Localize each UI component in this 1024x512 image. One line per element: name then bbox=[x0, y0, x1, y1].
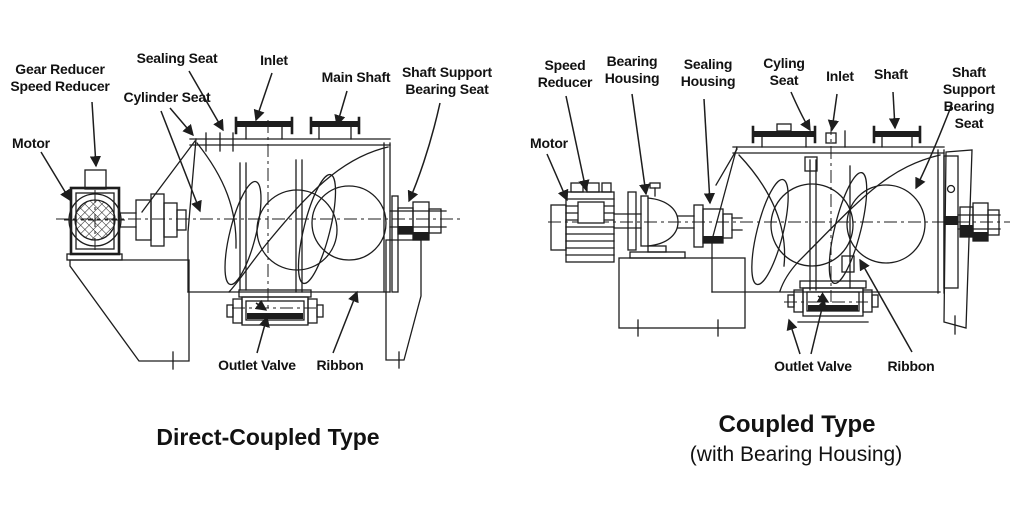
label-sealing-seat: Sealing Seat bbox=[136, 50, 218, 66]
label-outlet-valve-right: Outlet Valve bbox=[774, 358, 852, 374]
direct-coupled-machine bbox=[40, 70, 460, 370]
label-main-shaft: Main Shaft bbox=[321, 69, 391, 85]
leaders-left bbox=[40, 70, 441, 354]
coupling-left-drawing bbox=[120, 193, 187, 247]
label-ribbon-right: Ribbon bbox=[887, 358, 935, 374]
bearing-seat-right-drawing bbox=[957, 202, 1001, 242]
bearing-seat-left-drawing bbox=[389, 195, 447, 293]
pedestal-left-drawing bbox=[69, 259, 190, 370]
label-shaft: Shaft bbox=[873, 66, 909, 82]
subtitle-with-bearing-housing: (with Bearing Housing) bbox=[689, 443, 903, 466]
motor-right-drawing bbox=[550, 182, 615, 263]
bearing-housing-drawing bbox=[613, 182, 686, 259]
label-gear-reducer: Gear Reducer Speed Reducer bbox=[10, 61, 110, 94]
label-motor-right: Motor bbox=[530, 135, 568, 151]
ribbon-left-drawing bbox=[196, 142, 389, 293]
outlet-valve-left-drawing bbox=[226, 289, 324, 326]
leaders-right bbox=[546, 91, 953, 355]
label-speed-reducer: Speed Reducer bbox=[537, 57, 593, 90]
label-cyling-seat: Cyling Seat bbox=[763, 55, 805, 88]
label-shaft-support-bearing-seat-left: Shaft Support Bearing Seat bbox=[402, 64, 492, 97]
label-sealing-housing: Sealing Housing bbox=[680, 56, 736, 89]
label-outlet-valve-left: Outlet Valve bbox=[218, 357, 296, 373]
sealing-housing-drawing bbox=[677, 204, 743, 248]
ribbon-right-drawing bbox=[738, 154, 941, 292]
label-bearing-housing: Bearing Housing bbox=[604, 53, 660, 86]
drive-stand-drawing bbox=[618, 257, 746, 337]
centerlines-left bbox=[56, 120, 460, 309]
label-ribbon-left: Ribbon bbox=[316, 357, 364, 373]
centerlines-right bbox=[548, 122, 1010, 303]
label-inlet-left: Inlet bbox=[260, 52, 288, 68]
coupled-machine bbox=[546, 91, 1010, 355]
title-direct-coupled-type: Direct-Coupled Type bbox=[156, 424, 380, 450]
label-shaft-support-bearing-seat-right: Shaft Support Bearing Seat bbox=[942, 64, 996, 131]
label-cylinder-seat: Cylinder Seat bbox=[123, 89, 211, 105]
stand-right-right-machine bbox=[943, 149, 973, 335]
label-inlet-right: Inlet bbox=[826, 68, 854, 84]
label-motor-left: Motor bbox=[12, 135, 50, 151]
motor-left-drawing bbox=[66, 169, 123, 261]
stand-right-left-machine bbox=[385, 239, 422, 369]
title-coupled-type: Coupled Type bbox=[718, 411, 876, 438]
